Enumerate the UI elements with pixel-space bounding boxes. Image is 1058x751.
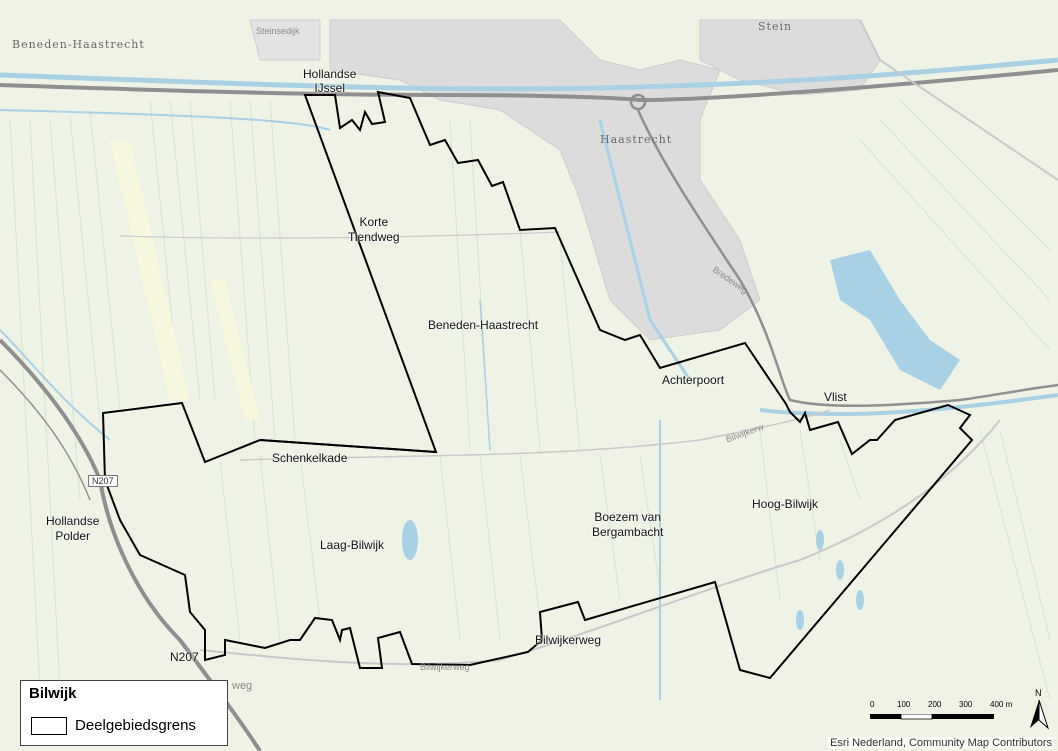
area-label-boezem-van-bergambacht: Boezem van Bergambacht xyxy=(592,510,664,539)
area-label-schenkelkade: Schenkelkade xyxy=(272,451,348,465)
road-label-bilwijkerweg-small: Bilwijkerweg xyxy=(420,662,470,672)
deelgebied-boundaries xyxy=(101,90,974,680)
north-arrow: N xyxy=(1028,688,1050,730)
area-label-hollandse-polder: Hollandse Polder xyxy=(46,514,100,543)
scale-tick-200: 200 xyxy=(928,700,942,709)
road-label-steinsedijk: Steinsedijk xyxy=(256,26,300,36)
n207-shield-text: N207 xyxy=(92,476,114,486)
town-label-haastrecht: Haastrecht xyxy=(600,133,673,146)
green-strip-2 xyxy=(210,280,260,420)
parcel-lines xyxy=(9,99,1051,701)
n207-shield: N207 xyxy=(88,475,118,487)
area-label-beneden-haastrecht: Beneden-Haastrecht xyxy=(428,318,539,332)
area-label-bilwijkerweg: Bilwijkerweg xyxy=(535,633,602,647)
area-label-hollandse-ijssel: Hollandse IJssel xyxy=(303,67,357,95)
water xyxy=(0,57,1058,700)
scale-bar: 0 100 200 300 400 m xyxy=(860,700,1050,732)
area-label-vlist: Vlist xyxy=(824,390,847,404)
legend: Bilwijk Deelgebiedsgrens xyxy=(20,680,228,746)
area-label-korte-tiendweg: Korte Tiendweg xyxy=(348,215,400,244)
scale-tick-100: 100 xyxy=(897,700,911,709)
area-label-n207: N207 xyxy=(170,650,199,664)
road-label-weg: weg xyxy=(232,680,253,692)
boundary-beneden-haastrecht xyxy=(101,90,974,680)
scale-tick-300: 300 xyxy=(959,700,973,709)
area-label-achterpoort: Achterpoort xyxy=(662,373,725,387)
north-arrow-label: N xyxy=(1035,688,1042,698)
scale-tick-0: 0 xyxy=(870,700,875,709)
boundary-schenkelkade xyxy=(259,439,437,453)
north-arrow-icon xyxy=(1030,700,1050,730)
scale-tick-400: 400 m xyxy=(990,700,1013,709)
legend-boundary-swatch xyxy=(31,717,67,735)
legend-item-label: Deelgebiedsgrens xyxy=(75,717,196,734)
area-label-laag-bilwijk: Laag-Bilwijk xyxy=(320,538,385,552)
lakes xyxy=(402,250,960,630)
scale-bar-graphic xyxy=(870,714,994,720)
legend-title: Bilwijk xyxy=(29,685,77,702)
attribution-credit: Esri Nederland, Community Map Contributo… xyxy=(828,737,1054,749)
green-strip xyxy=(110,140,190,400)
town-label-beneden-haastrecht: Beneden-Haastrecht xyxy=(12,38,145,51)
town-label-stein: Stein xyxy=(758,20,793,33)
area-label-hoog-bilwijk: Hoog-Bilwijk xyxy=(752,497,819,511)
